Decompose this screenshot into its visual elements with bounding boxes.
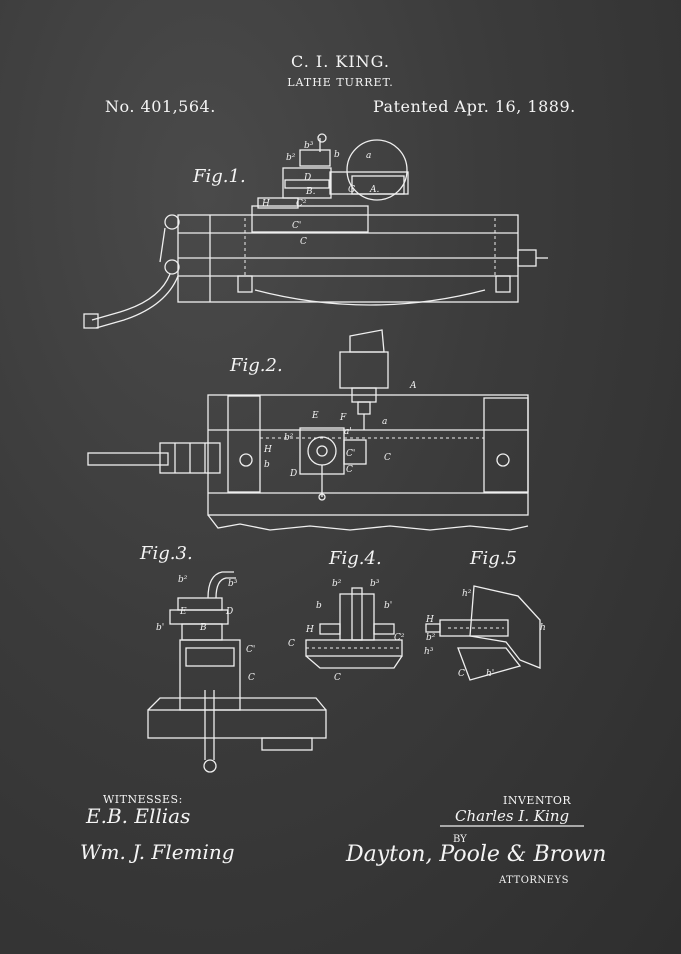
inventor-signature: Charles I. King: [455, 807, 570, 825]
svg-text:a: a: [382, 417, 387, 427]
figure-2-label: Fig.2.: [230, 355, 283, 376]
patent-date: Patented Apr. 16, 1889.: [373, 97, 576, 116]
svg-text:b²: b²: [286, 153, 296, 163]
witness-signature-2: Wm. J. Fleming: [80, 840, 235, 864]
svg-text:b²: b²: [426, 633, 436, 643]
figure-1-drawing: b² b³ b a A. G D B. H C² C' C: [83, 133, 548, 329]
witnesses-label: WITNESSES:: [103, 793, 183, 806]
svg-text:h: h: [540, 623, 546, 633]
svg-text:b²: b²: [178, 575, 188, 585]
svg-text:b³: b³: [228, 579, 238, 589]
figure-3-label: Fig.3.: [140, 543, 193, 564]
svg-text:B.: B.: [305, 187, 316, 197]
svg-text:a: a: [366, 151, 371, 161]
svg-text:F: F: [339, 413, 347, 423]
svg-text:A: A: [409, 381, 417, 391]
svg-text:A.: A.: [369, 185, 379, 195]
attorneys-signature: Dayton, Poole & Brown: [346, 842, 607, 867]
figure-2-drawing: A a E F H b² b D C' C C a': [87, 329, 529, 531]
figure-4-drawing: b² b³ b b' H C C² C: [288, 579, 405, 683]
svg-text:b: b: [334, 150, 340, 160]
svg-text:C: C: [300, 237, 307, 247]
svg-text:C²: C²: [296, 199, 307, 209]
figure-4-label: Fig.4.: [329, 548, 382, 569]
patent-subtitle: LATHE TURRET.: [287, 76, 394, 89]
svg-text:b': b': [156, 623, 164, 633]
svg-text:C': C': [346, 449, 355, 459]
patent-title: C. I. KING.: [291, 52, 390, 71]
svg-text:h': h': [486, 669, 494, 679]
svg-text:a': a': [344, 427, 352, 437]
svg-text:h³: h³: [424, 647, 434, 657]
svg-text:D: D: [225, 607, 233, 617]
svg-text:C²: C²: [394, 633, 405, 643]
svg-text:C: C: [248, 673, 255, 683]
svg-text:b³: b³: [370, 579, 380, 589]
svg-text:C: C: [334, 673, 341, 683]
svg-text:E: E: [179, 607, 187, 617]
by-label: BY: [453, 834, 467, 845]
svg-text:D: D: [303, 173, 311, 183]
witness-signature-1: E.B. Ellias: [86, 804, 191, 828]
svg-text:H: H: [425, 615, 434, 625]
svg-text:h²: h²: [462, 589, 472, 599]
svg-text:H: H: [305, 625, 314, 635]
patent-number: No. 401,564.: [105, 97, 216, 116]
figure-1-label: Fig.1.: [193, 166, 246, 187]
svg-text:H: H: [263, 445, 272, 455]
svg-text:E: E: [311, 411, 319, 421]
svg-text:C: C: [288, 639, 295, 649]
svg-text:C: C: [384, 453, 391, 463]
svg-text:C': C': [292, 221, 301, 231]
svg-text:b³: b³: [304, 141, 314, 151]
svg-text:b: b: [316, 601, 322, 611]
svg-text:G: G: [348, 185, 355, 195]
attorneys-label: ATTORNEYS: [499, 875, 569, 886]
svg-text:b²: b²: [284, 433, 294, 443]
figure-5-drawing: h² H b² h³ h C h': [424, 585, 546, 681]
svg-text:C': C': [246, 645, 255, 655]
inventor-label: INVENTOR: [503, 794, 572, 807]
svg-text:b²: b²: [332, 579, 342, 589]
svg-text:C: C: [346, 465, 353, 475]
svg-text:D: D: [289, 469, 297, 479]
svg-text:B: B: [199, 623, 207, 633]
figure-5-label: Fig.5: [470, 548, 517, 569]
svg-text:b: b: [264, 460, 270, 470]
svg-text:H: H: [261, 199, 270, 209]
svg-text:C: C: [458, 669, 465, 679]
svg-text:b': b': [384, 601, 392, 611]
figure-3-drawing: b² b³ E D b' B C' C: [147, 571, 327, 773]
